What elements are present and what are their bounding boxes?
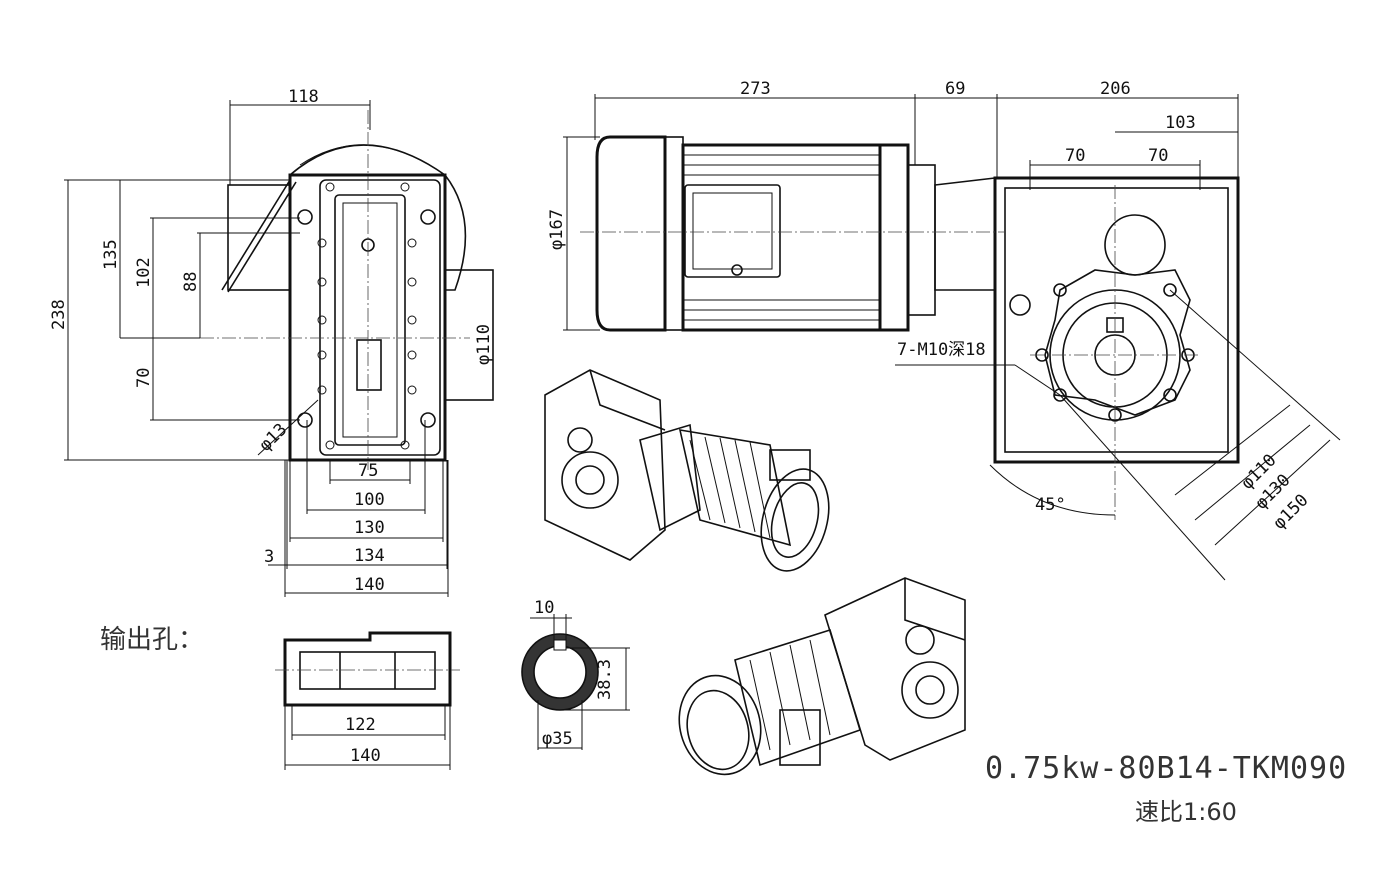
- dim-key-width: 10: [534, 598, 554, 618]
- input-stub: [227, 184, 291, 291]
- motor-body: [681, 143, 882, 332]
- dim-flange-dia: φ110: [474, 324, 494, 365]
- dim-103: 103: [1165, 113, 1196, 133]
- dim-3: 3: [264, 547, 274, 567]
- output-flange: [1044, 269, 1191, 416]
- motor-end-cap: [595, 135, 667, 332]
- dim-130: 130: [354, 518, 385, 538]
- dim-238: 238: [49, 299, 69, 330]
- isometric-view-1: [544, 369, 830, 572]
- dim-100: 100: [354, 490, 385, 510]
- dim-140b: 140: [350, 746, 381, 766]
- dim-key-depth: 38.3: [595, 659, 615, 700]
- dim-angle: 45°: [1035, 495, 1066, 515]
- dim-140: 140: [354, 575, 385, 595]
- cover-plate: [334, 194, 406, 446]
- dim-hole-dia: φ13: [255, 420, 291, 456]
- thread-note: 7-M10深18: [897, 340, 986, 360]
- bore-section: [283, 631, 452, 707]
- dim-motor-dia: φ167: [547, 209, 567, 250]
- dim-102: 102: [134, 257, 154, 288]
- dim-70b: 70: [1148, 146, 1168, 166]
- dim-273: 273: [740, 79, 771, 99]
- dim-206: 206: [1100, 79, 1131, 99]
- side-view: 118 238 135 102 88 70 φ110 φ13 75 100 13…: [49, 87, 494, 597]
- dim-118: 118: [288, 87, 319, 107]
- output-hole-label: 输出孔：: [100, 625, 204, 655]
- isometric-view-2: [678, 577, 966, 776]
- dim-75: 75: [358, 461, 378, 481]
- dim-bore-dia: φ35: [542, 729, 573, 749]
- dim-70a: 70: [1065, 146, 1085, 166]
- dim-69: 69: [945, 79, 965, 99]
- dim-88: 88: [181, 272, 201, 292]
- dim-134: 134: [354, 546, 385, 566]
- dim-135: 135: [101, 239, 121, 270]
- flange-arc: [289, 144, 467, 291]
- dim-70: 70: [134, 368, 154, 388]
- gearbox-front: [993, 176, 1240, 464]
- output-hole-section: 输出孔： 122 140 10 38.3 φ35: [100, 598, 630, 770]
- terminal-box: [684, 184, 781, 278]
- bolt-holes: [297, 182, 436, 450]
- front-view: 273 69 206 103 70 70 φ167 7-M10深18 45° φ…: [547, 79, 1341, 581]
- model-name: 0.75kw-80B14-TKM090: [985, 751, 1347, 786]
- dim-122: 122: [345, 715, 376, 735]
- ratio-label: 速比1:60: [1135, 798, 1237, 826]
